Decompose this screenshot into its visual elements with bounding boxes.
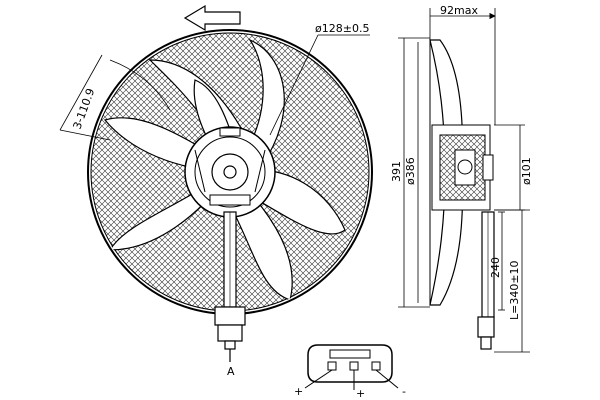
- motor-diameter-label: ø101: [520, 157, 533, 185]
- fan-diameter-label: ø386: [404, 157, 417, 185]
- blade-angle-label: 3-110.9: [71, 87, 98, 131]
- hub-diameter-label: ø128±0.5: [315, 22, 369, 35]
- side-motor: [431, 124, 494, 211]
- depth-dim: [429, 8, 496, 125]
- terminal-1-label: +: [294, 385, 303, 398]
- overall-height-dim: [398, 37, 430, 308]
- connector-pins: [304, 361, 399, 390]
- hub-diameter-dim: [269, 34, 370, 136]
- cable-length-a-dim: [498, 211, 505, 311]
- rotation-arrow: [183, 4, 241, 32]
- view-marker-label: A: [227, 365, 235, 378]
- fan-front-view: A ø128±0.5 3-110.9: [59, 4, 373, 378]
- terminal-2-label: +: [356, 387, 365, 400]
- depth-label: 92max: [440, 4, 478, 17]
- blade-2: [228, 38, 285, 174]
- blade-angle-dim: [59, 54, 171, 141]
- cable-length-b-dim: [494, 209, 530, 353]
- terminal-3-label: -: [402, 385, 406, 398]
- connector-detail: + + -: [294, 344, 406, 400]
- overall-height-label: 391: [390, 161, 403, 182]
- cable-length-b-label: L=340±10: [508, 260, 521, 320]
- fan-side-view: 92max 391 ø386 ø101 240: [390, 4, 533, 353]
- connector-front: [214, 306, 246, 362]
- cable-front: [223, 211, 237, 308]
- cable-length-a-label: 240: [489, 257, 502, 278]
- hub-ribs: [194, 127, 266, 206]
- hub-center: [223, 165, 237, 179]
- cable-side: [477, 211, 495, 350]
